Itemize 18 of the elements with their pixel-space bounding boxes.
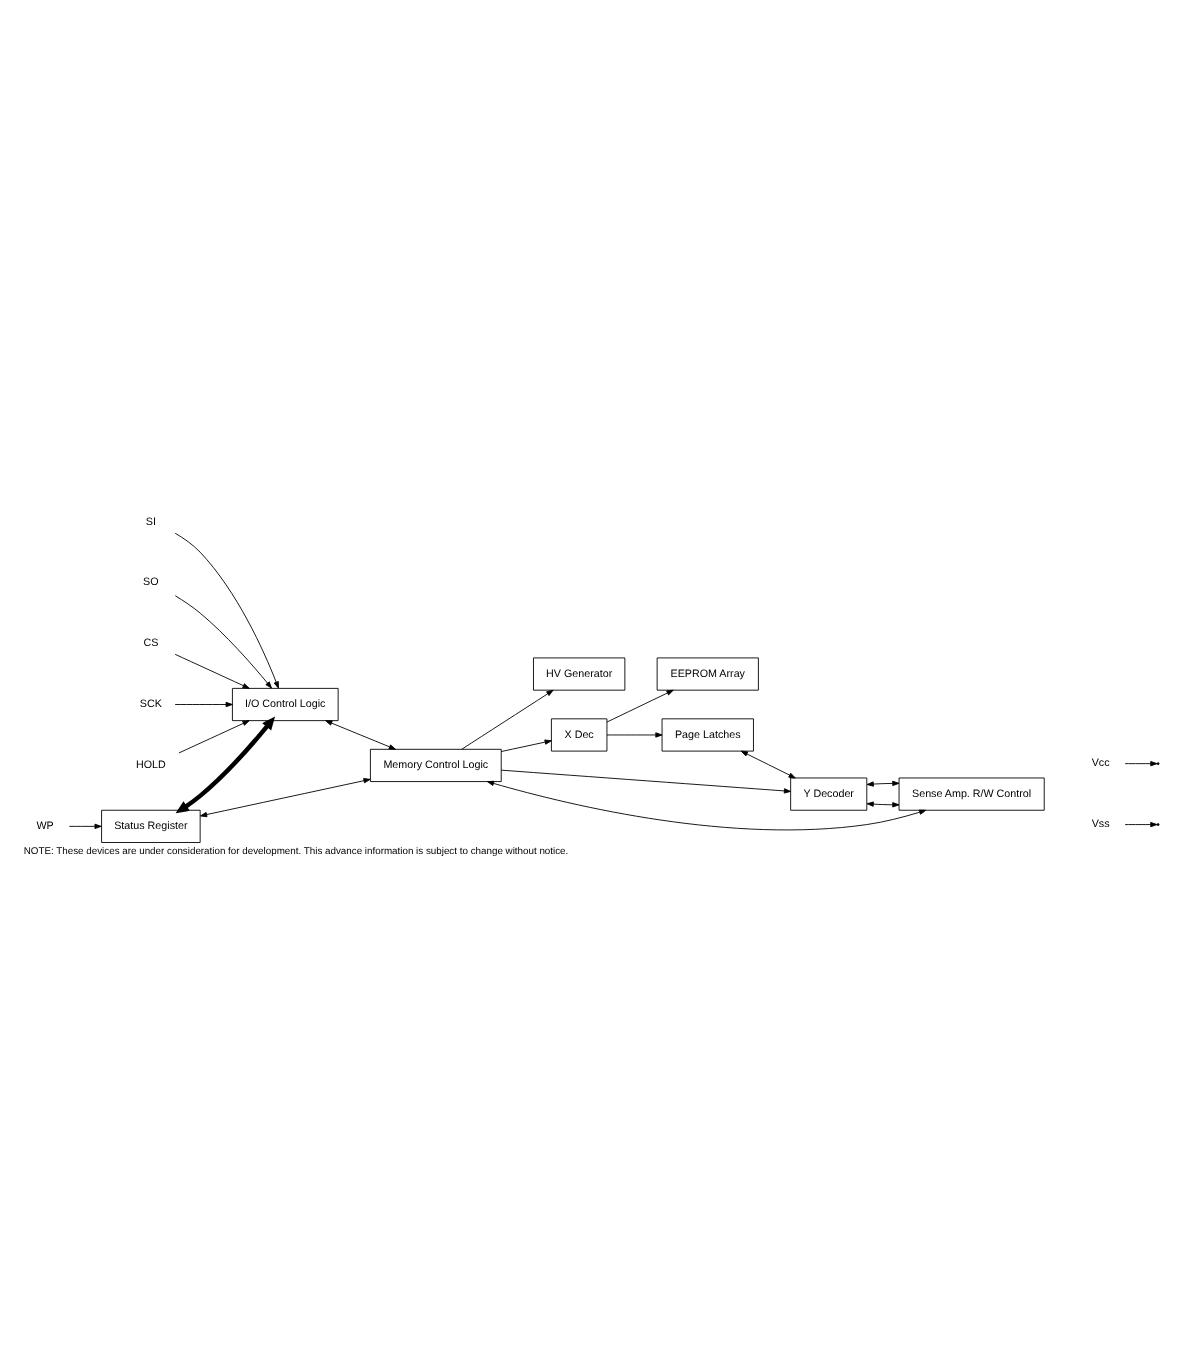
arrow (174, 700, 233, 707)
arrow (866, 800, 900, 807)
arrow (606, 731, 663, 737)
arrow (486, 779, 927, 830)
arrow (606, 688, 674, 722)
arrow (174, 652, 250, 688)
arrow (68, 822, 102, 828)
arrow (200, 777, 371, 817)
arrow (461, 688, 554, 749)
arrow (178, 719, 250, 753)
arrow (325, 719, 396, 749)
arrow (866, 779, 900, 786)
arrow (500, 768, 792, 793)
arrow (740, 749, 796, 778)
arrow (175, 715, 276, 813)
arrow (174, 531, 279, 688)
arrow (174, 594, 272, 688)
arrow (500, 738, 552, 751)
